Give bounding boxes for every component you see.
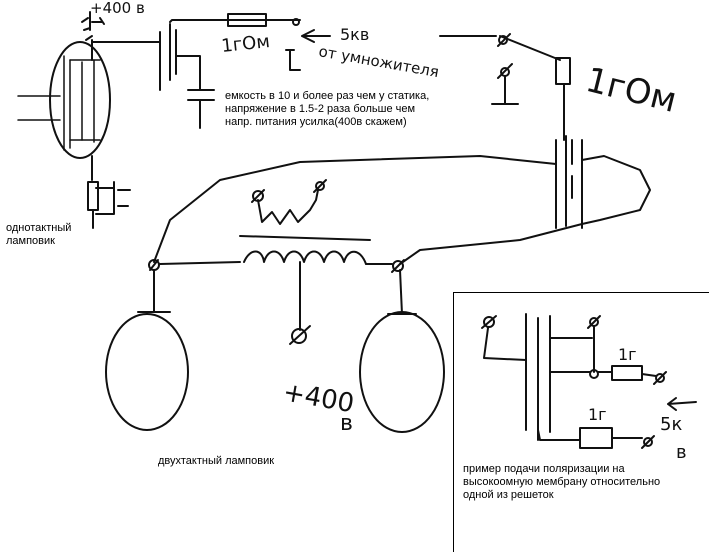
single-ended-amp [17, 11, 161, 229]
electrostatic-panel [555, 135, 651, 229]
label-inset-res-top: 1г [618, 345, 637, 364]
multiplier-arrow [301, 29, 331, 43]
label-five-kv: 5кв [340, 25, 369, 44]
right-tube [359, 311, 445, 433]
push-pull-amp [105, 179, 445, 433]
polarization-note: пример подачи поляризации на высокоомную… [463, 463, 661, 501]
label-res-big: 1гОм [582, 60, 681, 121]
coupling-capacitor [159, 19, 301, 129]
tube-envelope [49, 41, 111, 159]
label-inset-v: в [676, 442, 687, 463]
label-res-top: 1гОм [220, 31, 271, 57]
label-plus-400v: +400 в [90, 0, 145, 17]
single-ended-label: однотактный ламповик [6, 222, 72, 247]
polarization-inset [481, 313, 697, 449]
cathode-resistor [87, 181, 99, 211]
label-from-multiplier: от умножителя [317, 42, 440, 81]
top-resistor [227, 13, 300, 27]
big-resistor [555, 57, 571, 85]
inset-frame [453, 292, 709, 552]
push-pull-label: двухтактный ламповик [158, 455, 275, 467]
label-inset-5kv: 5к [660, 414, 682, 435]
left-tube [105, 313, 189, 431]
label-v-bottom: в [340, 411, 353, 436]
label-inset-res-bottom: 1г [588, 405, 607, 424]
capacitor-note: емкость в 10 и более раз чем у статика, … [225, 90, 430, 128]
ground-symbol [285, 49, 301, 71]
